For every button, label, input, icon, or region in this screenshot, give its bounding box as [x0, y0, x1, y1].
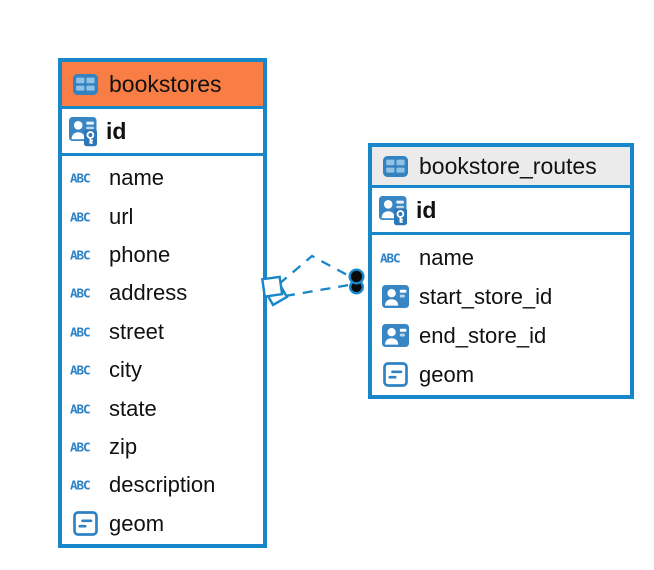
column-row-name[interactable]: ABC name: [372, 238, 630, 277]
column-name: phone: [109, 241, 171, 267]
table-header[interactable]: bookstore_routes: [372, 147, 630, 188]
column-row-description[interactable]: ABC description: [62, 466, 263, 504]
column-row-state[interactable]: ABC state: [62, 389, 263, 427]
geometry-icon: [380, 362, 410, 387]
text-icon: ABC: [70, 323, 100, 341]
column-name: id: [106, 117, 127, 144]
svg-text:ABC: ABC: [70, 324, 90, 339]
relationship-endpoint-dot: [349, 279, 365, 295]
text-icon: ABC: [70, 169, 100, 187]
text-icon: ABC: [70, 476, 100, 494]
relationship-line: [278, 254, 350, 285]
text-icon: ABC: [70, 246, 100, 264]
svg-text:ABC: ABC: [70, 401, 90, 416]
column-name: url: [109, 203, 134, 229]
svg-text:ABC: ABC: [380, 250, 400, 265]
column-row-phone[interactable]: ABC phone: [62, 236, 263, 274]
relationship-line: [284, 283, 350, 298]
geometry-icon: [70, 511, 100, 537]
svg-text:ABC: ABC: [70, 363, 90, 378]
table-icon: [380, 155, 410, 177]
relationship-endpoint-diamond: [263, 281, 289, 307]
column-row-url[interactable]: ABC url: [62, 197, 263, 235]
primary-key-row[interactable]: id: [372, 188, 630, 235]
column-name: name: [419, 244, 475, 270]
primary-key-row[interactable]: id: [62, 109, 263, 156]
column-row-end_store_id[interactable]: end_store_id: [372, 316, 630, 355]
column-name: description: [109, 472, 216, 498]
column-name: city: [109, 357, 142, 383]
column-row-street[interactable]: ABC street: [62, 313, 263, 351]
table-bookstore-routes[interactable]: bookstore_routes id ABC name start_store_i…: [368, 143, 634, 399]
column-name: start_store_id: [419, 283, 553, 309]
primary-key-icon: [68, 116, 98, 147]
foreign-key-icon: [380, 285, 410, 308]
table-header[interactable]: bookstores: [62, 62, 263, 109]
column-name: address: [109, 280, 188, 306]
column-name: name: [109, 165, 165, 191]
column-name: state: [109, 395, 157, 421]
text-icon: ABC: [70, 361, 100, 379]
table-title: bookstore_routes: [419, 152, 597, 179]
column-row-geom[interactable]: geom: [62, 505, 263, 543]
svg-text:ABC: ABC: [70, 209, 90, 224]
column-name: id: [416, 196, 437, 223]
text-icon: ABC: [70, 284, 100, 302]
text-icon: ABC: [70, 208, 100, 226]
column-row-start_store_id[interactable]: start_store_id: [372, 277, 630, 316]
column-name: geom: [109, 510, 165, 536]
column-name: zip: [109, 433, 138, 459]
foreign-key-icon: [380, 324, 410, 347]
column-row-address[interactable]: ABC address: [62, 274, 263, 312]
table-icon: [70, 73, 100, 95]
column-row-zip[interactable]: ABC zip: [62, 428, 263, 466]
relationship-endpoint-dot: [348, 268, 365, 285]
primary-key-icon: [378, 195, 408, 226]
column-row-name[interactable]: ABC name: [62, 159, 263, 197]
column-name: street: [109, 318, 165, 344]
text-icon: ABC: [70, 438, 100, 456]
table-title: bookstores: [109, 70, 222, 97]
svg-text:ABC: ABC: [70, 171, 90, 186]
svg-text:ABC: ABC: [70, 478, 90, 493]
text-icon: ABC: [380, 249, 410, 267]
text-icon: ABC: [70, 400, 100, 418]
svg-text:ABC: ABC: [70, 248, 90, 263]
column-row-city[interactable]: ABC city: [62, 351, 263, 389]
svg-text:ABC: ABC: [70, 286, 90, 301]
column-name: end_store_id: [419, 322, 547, 348]
column-name: geom: [419, 361, 475, 387]
svg-text:ABC: ABC: [70, 440, 90, 455]
column-row-geom[interactable]: geom: [372, 355, 630, 394]
